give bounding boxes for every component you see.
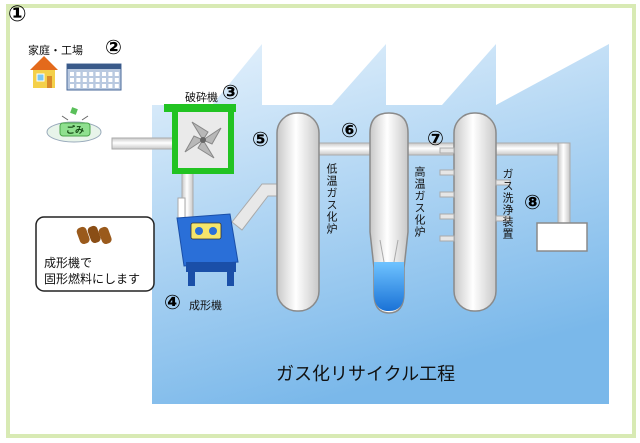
crusher-label: 破砕機 [185,91,218,104]
factory-window [76,78,81,82]
factory-window [108,84,113,88]
step-marker-5: ⑤ [252,127,269,151]
factory-window [114,84,119,88]
fuel-note-box [35,216,155,292]
factory-window [95,72,100,76]
garbage-pile-icon: ごみ [46,107,102,143]
step-marker-3: ③ [222,80,239,104]
pipe-low-to-high-furnace [317,142,373,156]
high-temp-furnace-label: 高温ガス化炉 [413,166,426,238]
factory-window [76,84,81,88]
fuel-pellet-icon [76,225,112,245]
molding-machine-icon [176,213,239,286]
factory-window [114,78,119,82]
step-marker-1: ① [8,2,27,27]
factory-window [95,78,100,82]
gas-storage-tank [536,222,588,252]
step-marker-6: ⑥ [341,118,358,142]
house-icon [30,56,58,88]
factory-window [82,72,87,76]
molding-machine-label: 成形機 [189,299,222,312]
factory-window [70,72,74,76]
low-temp-furnace-label: 低温ガス化炉 [325,163,338,235]
molding-note-line1: 成形機で [44,256,93,270]
process-title: ガス化リサイクル工程 [276,364,456,385]
scrubber-nozzles [439,147,511,242]
gas-scrubber-label: ガス洗浄装置 [501,168,514,240]
factory-window [89,72,94,76]
factory-window [102,78,106,82]
low-temp-furnace [276,112,320,312]
factory-window [70,78,74,82]
home-factory-text: 家庭・工場 [28,44,83,57]
furnace-liquid [374,262,404,311]
factory-window [114,72,119,76]
factory-window [70,84,74,88]
factory-window [76,72,81,76]
pipe-garbage-to-crusher [111,137,175,150]
crusher-icon [164,104,236,174]
factory-window [102,84,106,88]
step-marker-2: ② [105,35,122,59]
factory-window [108,72,113,76]
step-marker-8: ⑧ [524,190,541,214]
factory-window [102,72,106,76]
factory-window [89,78,94,82]
step-marker-7: ⑦ [427,126,444,150]
home-factory-label: 家庭・工場 [28,42,83,58]
step-marker-4: ④ [164,290,181,314]
factory-window [82,78,87,82]
gas-scrubber [453,112,497,312]
molding-note-line2: 固形燃料にします [44,272,141,286]
factory-window [95,84,100,88]
factory-icon [66,63,122,91]
gomi-label: ごみ [66,124,84,136]
factory-window [108,78,113,82]
factory-window [89,84,94,88]
outer-frame [6,4,636,438]
factory-window [82,84,87,88]
